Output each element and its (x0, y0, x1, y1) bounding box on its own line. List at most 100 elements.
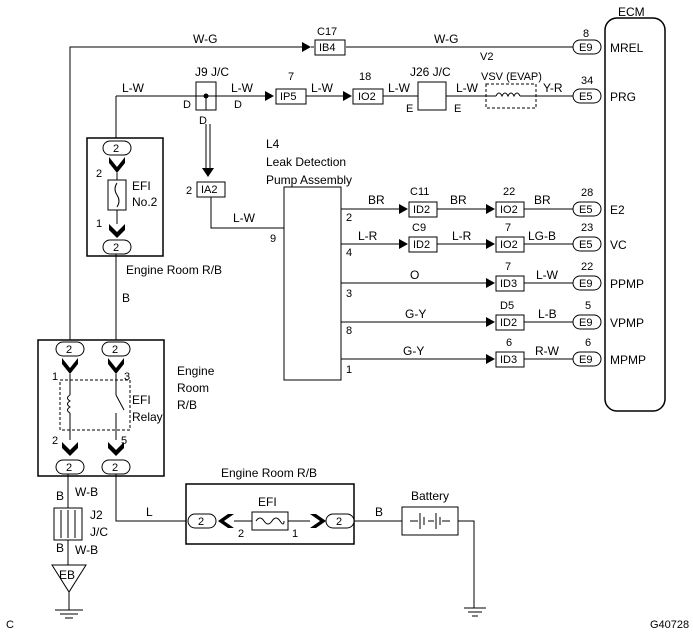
ecm-pin-number: 8 (583, 28, 589, 40)
connector-id3: ID3 (500, 354, 517, 366)
battery: Battery (401, 489, 486, 617)
pump-pin: 9 (270, 233, 276, 245)
connector-io2: IO2 (500, 204, 518, 216)
battery-label: Battery (411, 489, 449, 503)
j2-pin: B (56, 541, 64, 555)
ecm-connector: E5 (579, 91, 592, 103)
wire-color-label: L-W (122, 81, 145, 95)
wire-color-label: W-B (75, 543, 98, 557)
j2-pin: B (56, 489, 64, 503)
relay-pin: 2 (66, 344, 72, 356)
ecm-pin-mpmp: 6 E9 MPMP (572, 337, 646, 367)
prg-circuit: L-W J9 J/C D D D L-W 7 IP5 L-W 18 IO2 L-… (115, 51, 573, 143)
pump-ref: L4 (266, 137, 280, 151)
wire-color-label: LG-B (528, 229, 556, 243)
wire-color-label: L-R (358, 229, 378, 243)
wire-color-label: G-Y (403, 344, 424, 358)
wire-color-label: Y-R (543, 81, 563, 95)
pump-line1: Leak Detection (266, 155, 346, 169)
j26-pin: E (406, 103, 413, 115)
leak-detection-pump: L4 Leak Detection Pump Assembly 9 (266, 137, 352, 381)
wire-color-label: L-W (311, 81, 334, 95)
pump-line2: Pump Assembly (266, 173, 352, 187)
relay-box-label: R/B (177, 398, 197, 412)
mrel-circuit: W-G C17 IB4 W-G (69, 26, 573, 342)
ecm-pin-name: E2 (610, 203, 625, 217)
efi-no2-pin: 2 (96, 168, 102, 180)
wire-color-label: G-Y (405, 307, 426, 321)
pump-pin: 8 (346, 325, 352, 337)
j2-junction: B W-B J2 J/C B W-B (53, 474, 108, 565)
pump-row-e2: 2 BR C11 ID2 BR 22 IO2 BR (341, 186, 573, 224)
connector-label: C17 (317, 26, 337, 38)
j9-pin: D (183, 99, 191, 111)
pump-pin: 3 (346, 288, 352, 300)
ground-label: EB (59, 568, 75, 582)
relay-pin: 2 (52, 435, 58, 447)
ecm-pin-mrel: 8 E9 MREL (572, 28, 644, 55)
ecm-pin-name: VC (610, 238, 627, 252)
ecm-title: ECM (618, 5, 645, 19)
ecm-connector: E9 (579, 354, 592, 366)
ecm-pin-number: 28 (581, 187, 593, 199)
j2-title: J2 (90, 508, 103, 522)
fuse-pin: 2 (238, 528, 244, 540)
vsv-ref: V2 (480, 51, 493, 63)
wire-color-label: B (122, 291, 130, 305)
ecm-connector: E9 (579, 317, 592, 329)
wire-color-label: BR (534, 193, 551, 207)
wire-color-label: B (375, 505, 383, 519)
fuse-pin: 2 (198, 516, 204, 528)
efi-no2-pin: 2 (113, 242, 119, 254)
ecm-connector: E9 (579, 42, 592, 54)
connector-id2: ID2 (413, 239, 430, 251)
ecm-pin-vc: 23 E5 VC (572, 222, 627, 252)
connector-label: 7 (505, 222, 511, 234)
fuse-pin: 2 (336, 516, 342, 528)
connector-label: 18 (359, 71, 371, 83)
j2-sub: J/C (90, 525, 108, 539)
ecm-pin-prg: 34 E5 PRG (572, 75, 636, 104)
fuse-name: EFI (258, 495, 277, 509)
efi-no2-name: No.2 (132, 195, 158, 209)
wire-color-label: L (146, 505, 153, 519)
connector-label: 6 (506, 337, 512, 349)
ecm-pin-name: PPMP (610, 277, 644, 291)
wire-color-label: W-G (434, 32, 458, 46)
relay-pin: 5 (121, 435, 127, 447)
connector-label: 7 (288, 71, 294, 83)
wire-color-label: BR (450, 193, 467, 207)
wire-color-label: L-W (231, 81, 254, 95)
ecm-pin-name: PRG (610, 90, 636, 104)
connector-id2: ID2 (500, 317, 517, 329)
j26-title: J26 J/C (410, 65, 451, 79)
ecm-block: ECM (604, 5, 666, 412)
ecm-connector: E9 (579, 278, 592, 290)
connector-ip5: IP5 (280, 91, 297, 103)
j26-pin: E (454, 103, 461, 115)
efi-fuse-rb: L Engine Room R/B 2 2 EFI 1 2 B (115, 466, 402, 545)
wire-color-label: L-W (536, 268, 559, 282)
ecm-connector: E5 (579, 239, 592, 251)
connector-id2: ID2 (413, 204, 430, 216)
wire-color-label: L-B (538, 307, 557, 321)
connector-label: C9 (412, 222, 426, 234)
pump-row-vpmp: 8 G-Y D5 ID2 L-B (341, 300, 573, 337)
wire-color-label: L-W (388, 81, 411, 95)
connector-ib4: IB4 (319, 42, 336, 54)
ecm-pin-number: 6 (585, 337, 591, 349)
ecm-pin-number: 23 (581, 222, 593, 234)
connector-label: 7 (505, 261, 511, 273)
relay-name: Relay (132, 410, 163, 424)
relay-box-label: Room (177, 381, 209, 395)
connector-id3: ID3 (500, 278, 517, 290)
wire-color-label: W-B (75, 485, 98, 499)
corner-label-left: C (6, 619, 14, 631)
efi-no2-name: EFI (132, 179, 151, 193)
wire-color-label: L-W (233, 211, 256, 225)
connector-label: 2 (186, 185, 192, 197)
j9-pin: D (234, 99, 242, 111)
relay-pin: 2 (112, 344, 118, 356)
